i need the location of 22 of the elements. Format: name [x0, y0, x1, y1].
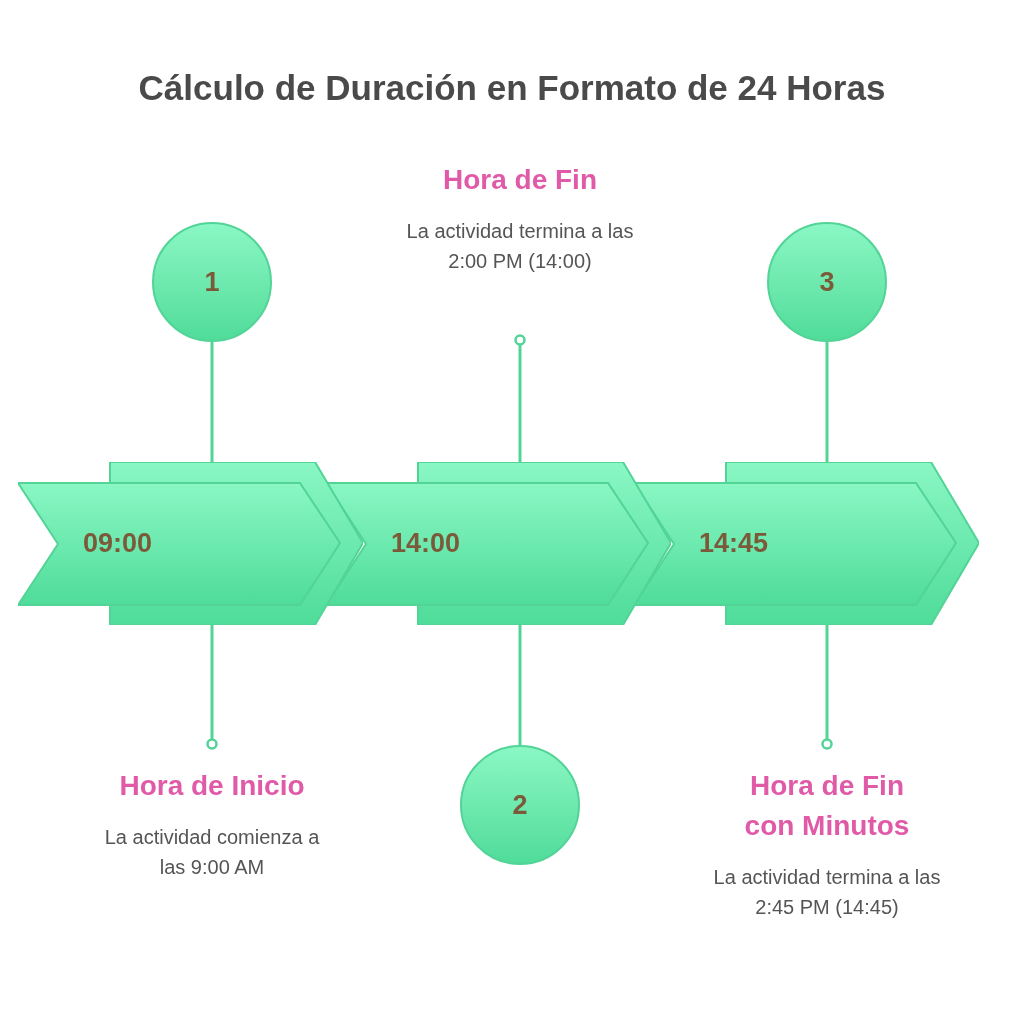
connector-line	[518, 625, 522, 745]
time-label: 14:00	[391, 527, 461, 561]
chevron-arrow	[634, 462, 979, 625]
step-number: 1	[204, 265, 220, 299]
heading: Hora de Inicio	[119, 769, 305, 803]
chevron-arrow	[18, 462, 363, 625]
time-label: 09:00	[83, 527, 153, 561]
connector-line	[210, 342, 214, 462]
connector-line	[206, 625, 218, 750]
description: La actividad termina a las 2:00 PM (14:00)	[405, 219, 635, 274]
description: La actividad termina a las 2:45 PM (14:45)	[712, 865, 942, 920]
heading: Hora de Fin con Minutos	[743, 769, 911, 843]
connector-line	[821, 625, 833, 750]
heading: Hora de Fin	[443, 163, 597, 197]
title: Cálculo de Duración en Formato de 24 Horas	[137, 67, 887, 109]
step-number: 2	[512, 788, 528, 822]
connector-line	[514, 334, 526, 462]
step-number: 3	[819, 265, 835, 299]
time-label: 14:45	[699, 527, 769, 561]
connector-line	[825, 342, 829, 462]
chevron-arrow	[326, 462, 671, 625]
description: La actividad comienza a las 9:00 AM	[103, 825, 321, 880]
